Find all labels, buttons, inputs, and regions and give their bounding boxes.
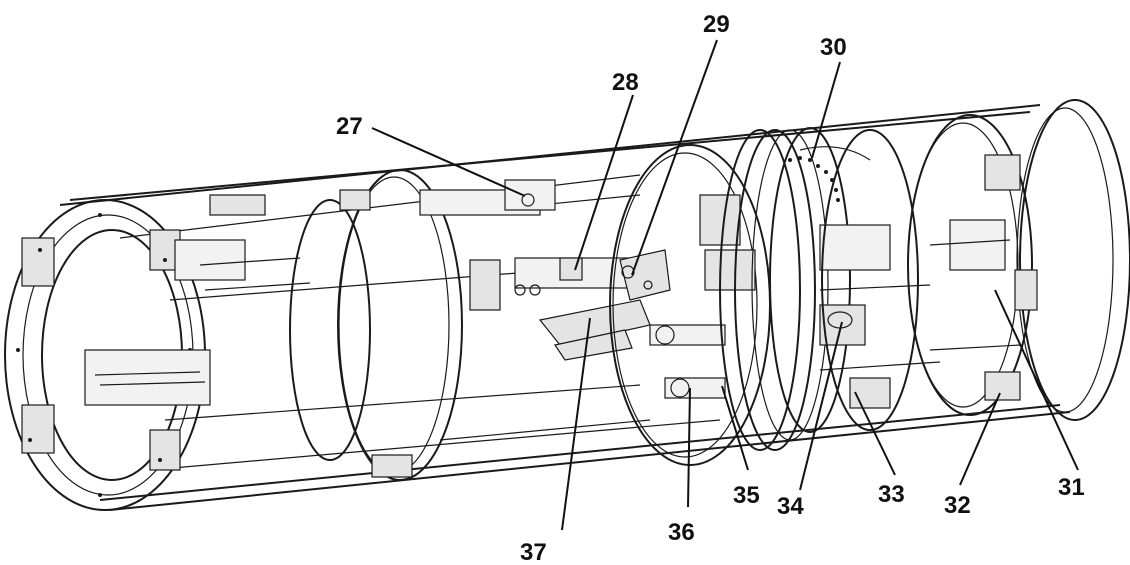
callout-label-29: 29 <box>703 11 730 38</box>
callout-27: 27 <box>336 113 526 197</box>
cylinder-frame <box>59 104 1071 511</box>
left-bay-fixtures <box>84 194 311 406</box>
left-end-ring <box>4 199 206 511</box>
callout-label-27: 27 <box>336 113 363 140</box>
callout-label-37: 37 <box>520 539 547 565</box>
callout-33: 33 <box>854 391 905 508</box>
callout-label-31: 31 <box>1058 474 1085 501</box>
callout-37: 37 <box>520 317 591 565</box>
callout-35: 35 <box>721 385 760 509</box>
callout-29: 29 <box>631 11 730 276</box>
thick-ring-pair <box>719 127 851 451</box>
second-ring <box>289 169 463 481</box>
center-mechanism-ring <box>609 144 771 466</box>
callout-label-34: 34 <box>777 493 804 520</box>
callout-36: 36 <box>668 387 695 546</box>
callout-label-35: 35 <box>733 482 760 509</box>
callout-label-30: 30 <box>820 34 847 61</box>
callout-label-36: 36 <box>668 519 695 546</box>
perforated-drum <box>788 129 941 431</box>
callout-28: 28 <box>574 69 639 271</box>
callout-30: 30 <box>811 34 847 159</box>
right-end-drum <box>907 99 1130 421</box>
callout-label-32: 32 <box>944 492 971 519</box>
callout-label-33: 33 <box>878 481 905 508</box>
callout-31: 31 <box>994 289 1085 501</box>
callout-label-28: 28 <box>612 69 639 96</box>
callout-34: 34 <box>777 321 843 520</box>
callout-32: 32 <box>944 392 1001 519</box>
